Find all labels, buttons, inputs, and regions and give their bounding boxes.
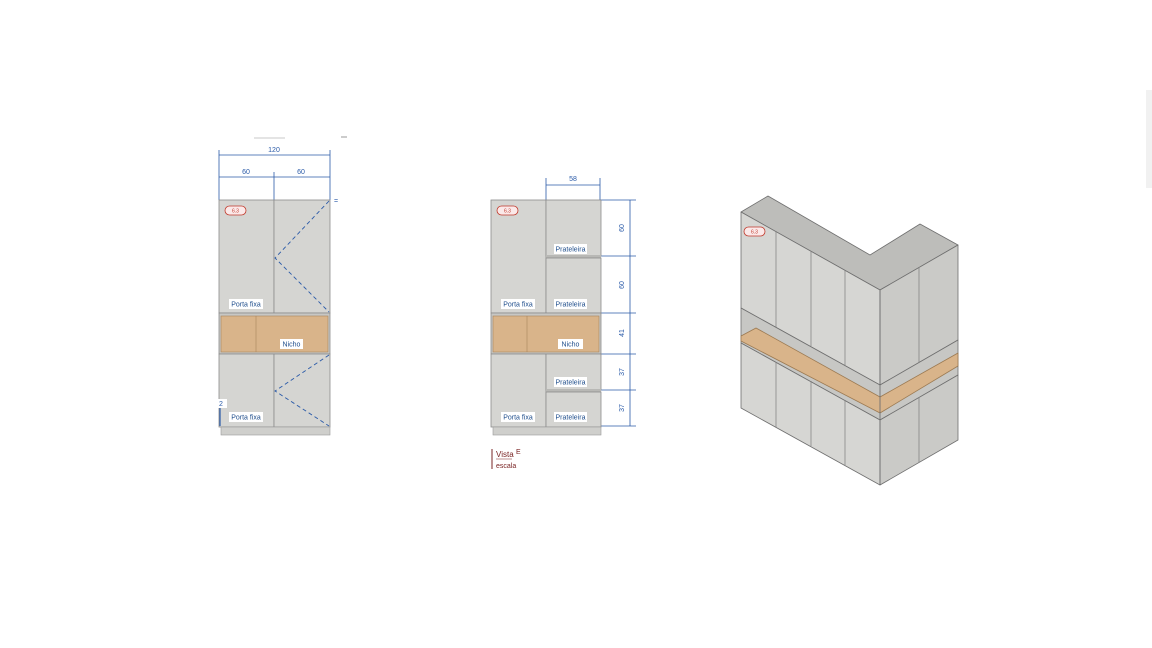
shelf-line [546,255,601,258]
dim-h3: 41 [619,329,626,337]
dim-marker: = [334,198,338,205]
tag-text: 6.3 [504,209,511,215]
upper-left-door [218,199,275,314]
label-bg [501,412,535,422]
label-porta-fixa-upper: Porta fixa [503,302,533,309]
iso-niche-wood [740,327,959,414]
iso-door-lines [775,232,920,365]
label-bg [554,299,587,309]
label-prateleira-1: Prateleira [556,247,586,254]
front-dimensions [218,150,331,200]
label-porta-fixa-lower: Porta fixa [503,415,533,422]
dim-h4: 37 [619,368,626,376]
edge-artifact [1146,90,1152,188]
label-bg [501,299,535,309]
label-nicho: Nicho [562,342,580,349]
shelf-line [546,389,601,392]
section-dimensions [545,178,636,427]
dim-h2: 60 [619,281,626,289]
lower-right-door [273,353,331,428]
label-bg [554,244,587,254]
label-bg [217,399,227,408]
tag-text: 6.3 [751,230,758,236]
dim-total: 120 [268,147,280,154]
caption-subtitle: escala [496,463,516,470]
caption-superscript: E [516,449,521,456]
tag-badge [743,226,766,237]
label-bg [280,339,303,349]
upper-right-door [273,199,331,314]
caption-title: Vista [496,450,514,459]
dim-small: 2 [219,401,223,408]
label-nicho: Nicho [283,342,301,349]
dim-h5: 37 [619,404,626,412]
tag-badge [224,205,247,216]
section-upper-door [490,199,547,314]
dim-h1: 60 [619,224,626,232]
dim-depth: 58 [569,176,577,183]
plinth [220,426,331,436]
label-porta-fixa-lower: Porta fixa [231,415,261,422]
niche-wood [220,315,329,353]
section-niche-wood [492,315,600,353]
dim-left: 60 [242,169,250,176]
label-prateleira-4: Prateleira [556,415,586,422]
tag-badge [496,205,519,216]
label-bg [554,412,587,422]
label-porta-fixa-upper: Porta fixa [231,302,261,309]
door-opening-indicator [274,200,330,313]
label-bg [554,377,587,387]
door-opening-indicator [274,354,330,427]
iso-door-lines-lower [775,362,920,465]
dim-right: 60 [297,169,305,176]
plinth [492,426,602,436]
label-bg [229,299,263,309]
tag-text: 6.3 [232,209,239,215]
front-elevation: 120 60 60 = 6.3 Porta fixa Nicho Porta f… [217,136,347,436]
label-bg [229,412,263,422]
isometric-view [740,195,959,486]
label-prateleira-2: Prateleira [556,302,586,309]
label-prateleira-3: Prateleira [556,380,586,387]
label-bg [558,339,583,349]
side-section: 58 60 60 41 37 37 6.3 Prateleira Porta f… [490,176,636,470]
